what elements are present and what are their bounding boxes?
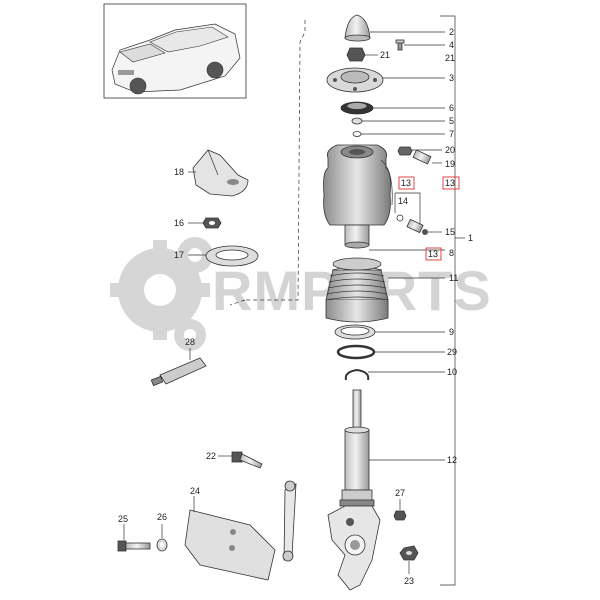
callout-18: 18 <box>174 167 184 177</box>
part-air-spring <box>323 144 393 249</box>
callout-25: 25 <box>118 514 128 524</box>
part-bellows <box>325 257 389 323</box>
part-screw-4 <box>395 39 405 51</box>
callout-21a: 21 <box>380 50 390 60</box>
callout-14: 14 <box>398 196 408 206</box>
part-bearing <box>340 101 374 115</box>
callout-26: 26 <box>157 512 167 522</box>
part-washer-26 <box>156 538 168 552</box>
callout-19: 19 <box>445 159 455 169</box>
part-ring-29 <box>336 344 376 360</box>
part-shield <box>184 509 276 581</box>
callout-6: 6 <box>449 103 454 113</box>
callout-24: 24 <box>190 486 200 496</box>
callout-16: 16 <box>174 218 184 228</box>
part-nut-21 <box>346 47 366 62</box>
gear-icon <box>110 240 210 340</box>
highlight-box <box>442 176 460 190</box>
callout-7: 7 <box>449 129 454 139</box>
callout-1: 1 <box>468 233 473 243</box>
part-ring-nut-9 <box>334 324 376 340</box>
callout-13a: 13 <box>401 178 411 188</box>
part-strut <box>339 389 375 507</box>
callout-15: 15 <box>445 227 455 237</box>
part-oring-14 <box>396 214 404 222</box>
part-fitting-20 <box>397 146 413 156</box>
part-fitting-15 <box>406 218 428 235</box>
callout-10: 10 <box>447 367 457 377</box>
vehicle-thumbnail <box>103 3 247 99</box>
callout-9: 9 <box>449 327 454 337</box>
part-link-rod <box>282 480 297 562</box>
callout-29: 29 <box>447 347 457 357</box>
gear-icon <box>174 319 206 351</box>
callout-27: 27 <box>395 488 405 498</box>
callout-11: 11 <box>449 273 458 283</box>
part-grease-tube <box>150 357 207 387</box>
part-ring-7 <box>352 131 362 137</box>
part-cap <box>344 14 371 42</box>
callout-3: 3 <box>449 73 454 83</box>
guide-line <box>245 20 306 301</box>
part-bolt-25 <box>117 540 151 552</box>
highlight-box <box>425 247 442 261</box>
callout-13c: 13 <box>428 249 438 259</box>
part-nut-16 <box>202 217 222 229</box>
highlight-box <box>398 176 415 190</box>
callout-5: 5 <box>449 116 454 126</box>
part-snap-ring <box>344 368 370 381</box>
callout-23: 23 <box>404 576 414 586</box>
callout-12: 12 <box>447 455 457 465</box>
part-fork-bracket <box>327 505 381 591</box>
part-ring-5 <box>351 117 363 125</box>
callout-28: 28 <box>185 337 195 347</box>
part-top-mount <box>326 67 384 93</box>
part-bolt-22 <box>231 451 263 469</box>
part-valve-19 <box>412 149 432 165</box>
callout-13b: 13 <box>445 178 455 188</box>
callout-8: 8 <box>449 248 454 258</box>
callout-4: 4 <box>449 40 454 50</box>
callout-21b: 21 <box>445 53 455 63</box>
part-nut-27 <box>393 510 407 521</box>
callout-20: 20 <box>445 145 455 155</box>
assembly-bracket <box>440 15 465 586</box>
part-seal-17 <box>205 245 259 267</box>
callout-2: 2 <box>449 27 454 37</box>
part-nut-23 <box>399 545 419 561</box>
part-bracket-18 <box>192 149 249 197</box>
callout-17: 17 <box>174 250 184 260</box>
callout-22: 22 <box>206 451 216 461</box>
guide-line <box>229 299 246 306</box>
